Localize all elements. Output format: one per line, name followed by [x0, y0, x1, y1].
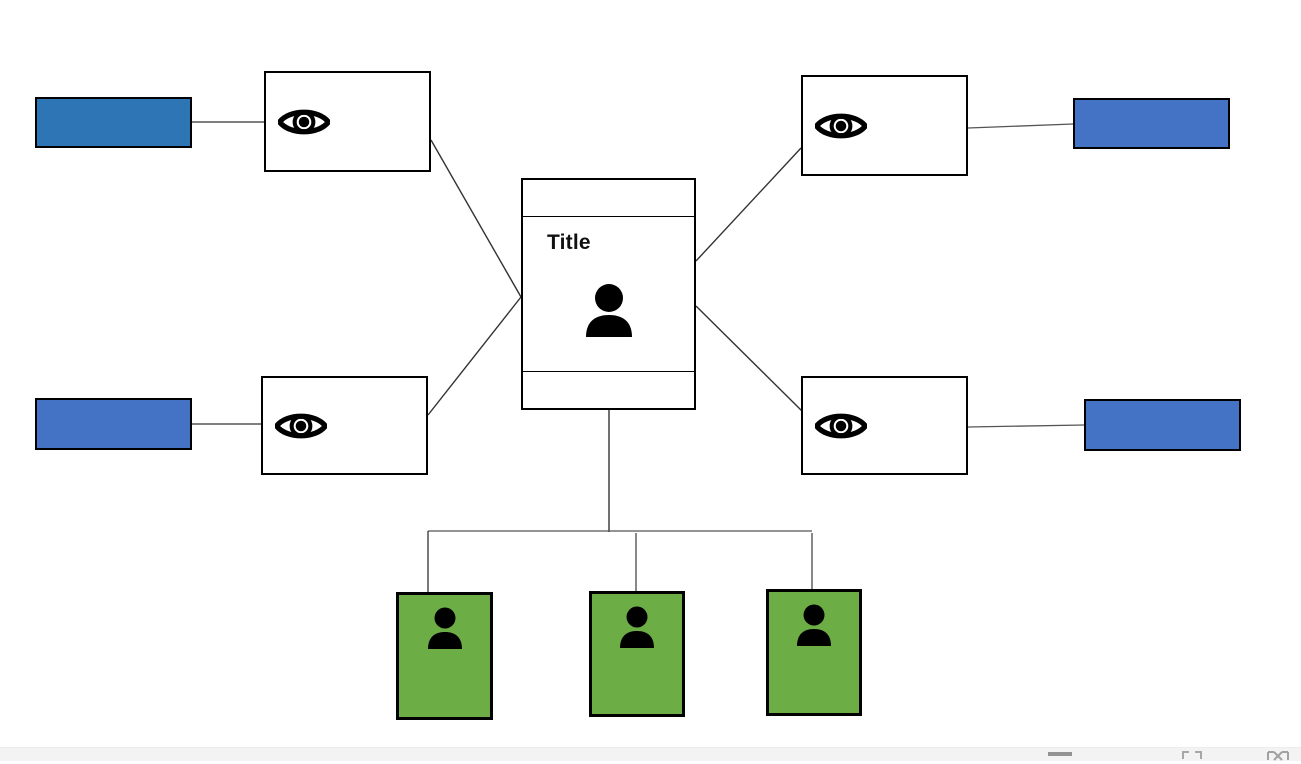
page-title: Title — [547, 231, 591, 254]
connector-eye-top-left-to-center — [430, 139, 522, 298]
eye-node-bottom-left[interactable] — [261, 376, 428, 475]
center-card[interactable]: Title — [521, 178, 696, 410]
eye-icon — [275, 413, 327, 438]
center-card-body: Title — [523, 217, 694, 371]
person-icon — [797, 604, 831, 646]
fit-screen-icon[interactable] — [1266, 750, 1290, 764]
connector-blue-bottom-right-to-eye — [967, 424, 1085, 428]
eye-icon — [815, 413, 867, 438]
connector-eye-bottom-right-to-center — [695, 305, 804, 413]
blue-bar-bottom-left[interactable] — [35, 398, 192, 450]
bottom-toolbar — [0, 747, 1301, 761]
connector-blue-top-right-to-eye — [967, 123, 1074, 129]
eye-node-top-right[interactable] — [801, 75, 968, 176]
minus-icon[interactable] — [1047, 750, 1073, 764]
eye-icon — [815, 113, 867, 138]
green-card-1[interactable] — [396, 592, 493, 720]
blue-bar-top-left[interactable] — [35, 97, 192, 148]
green-card-2[interactable] — [589, 591, 685, 717]
blue-bar-top-right[interactable] — [1073, 98, 1230, 149]
eye-icon — [278, 109, 330, 134]
center-card-header — [523, 180, 694, 217]
green-card-3[interactable] — [766, 589, 862, 716]
crop-icon[interactable] — [1181, 750, 1203, 764]
center-card-footer — [523, 371, 694, 408]
eye-node-bottom-right[interactable] — [801, 376, 968, 475]
person-icon — [585, 284, 632, 337]
blue-bar-bottom-right[interactable] — [1084, 399, 1241, 451]
person-icon — [427, 607, 462, 649]
eye-node-top-left[interactable] — [264, 71, 431, 172]
connector-eye-bottom-left-to-center — [427, 296, 522, 416]
connector-eye-top-right-to-center — [695, 147, 802, 262]
person-icon — [620, 606, 654, 648]
